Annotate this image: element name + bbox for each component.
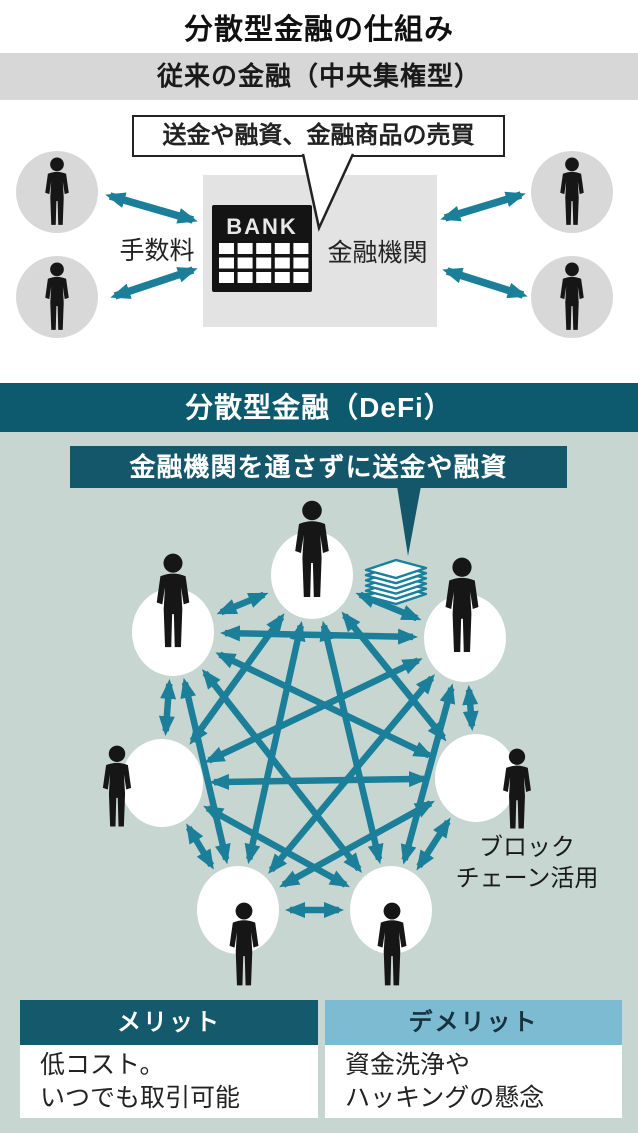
merit-box: メリット 低コスト。 いつでも取引可能 [20, 1000, 318, 1118]
bank-window [274, 243, 290, 254]
bank-windows [219, 243, 309, 283]
demerit-box: デメリット 資金洗浄や ハッキングの懸念 [325, 1000, 622, 1118]
bank-window [219, 272, 234, 283]
bank-window [219, 243, 234, 254]
fee-arrows [105, 191, 528, 300]
bank-window [219, 257, 234, 269]
defi-callout-tail [397, 486, 421, 556]
double-headed-arrow [442, 267, 528, 299]
bank-window [237, 257, 253, 269]
double-headed-arrow [216, 591, 269, 616]
bank-window [274, 257, 290, 269]
double-headed-arrow [319, 620, 384, 865]
blockchain-label-line1: ブロック [479, 834, 575, 861]
bank-window [293, 272, 309, 283]
demerit-line2: ハッキングの懸念 [345, 1084, 545, 1112]
traditional-callout: 送金や融資、金融商品の売買 [132, 115, 505, 157]
node-circle [121, 739, 203, 827]
demerit-line1: 資金洗浄や [345, 1051, 471, 1079]
bank-window [274, 272, 290, 283]
customers [16, 151, 613, 338]
demerit-header: デメリット [325, 1000, 622, 1045]
traditional-finance-banner: 従来の金融（中央集権型） [0, 53, 638, 100]
merit-header: メリット [20, 1000, 318, 1045]
person-icon [102, 745, 132, 827]
double-headed-arrow [279, 800, 435, 888]
bank-window [256, 257, 272, 269]
bank-window [256, 243, 272, 254]
money-stack-icon [364, 558, 428, 606]
demerit-body: 資金洗浄や ハッキングの懸念 [325, 1045, 622, 1118]
merit-body: 低コスト。 いつでも取引可能 [20, 1045, 318, 1118]
callout-tail [301, 153, 355, 232]
double-headed-arrow [462, 684, 479, 732]
defi-callout: 金融機関を通さずに送金や融資 [70, 446, 567, 488]
bank-window [256, 272, 272, 283]
network-arrows [158, 591, 479, 918]
p2p-network-diagram [102, 486, 531, 986]
bank-window [293, 243, 309, 254]
double-headed-arrow [105, 192, 198, 224]
double-headed-arrow [440, 191, 526, 222]
bank-window [237, 272, 253, 283]
bank-window [293, 257, 309, 269]
fee-label: 手数料 [119, 237, 195, 265]
double-headed-arrow [185, 823, 215, 870]
institution-label: 金融機関 [327, 239, 428, 267]
bank-sign-text: BANK [226, 214, 298, 239]
blockchain-label: ブロック チェーン活用 [437, 832, 617, 894]
merit-line2: いつでも取引可能 [40, 1084, 241, 1112]
double-headed-arrow [208, 771, 430, 790]
node-circle [435, 734, 517, 822]
page-title: 分散型金融の仕組み [183, 14, 454, 46]
double-headed-arrow [110, 266, 198, 300]
double-headed-arrow [219, 625, 419, 645]
double-headed-arrow [416, 817, 451, 871]
banknote [364, 558, 428, 580]
bank-window [237, 243, 253, 254]
bank-building-icon: BANK [212, 205, 312, 292]
merit-line1: 低コスト。 [40, 1051, 165, 1079]
node-circle [271, 531, 353, 619]
double-headed-arrow [158, 678, 177, 737]
defi-banner: 分散型金融（DeFi） [0, 383, 638, 432]
blockchain-label-line2: チェーン活用 [455, 865, 599, 892]
defi-section: 金融機関を通さずに送金や融資 [0, 432, 638, 1133]
